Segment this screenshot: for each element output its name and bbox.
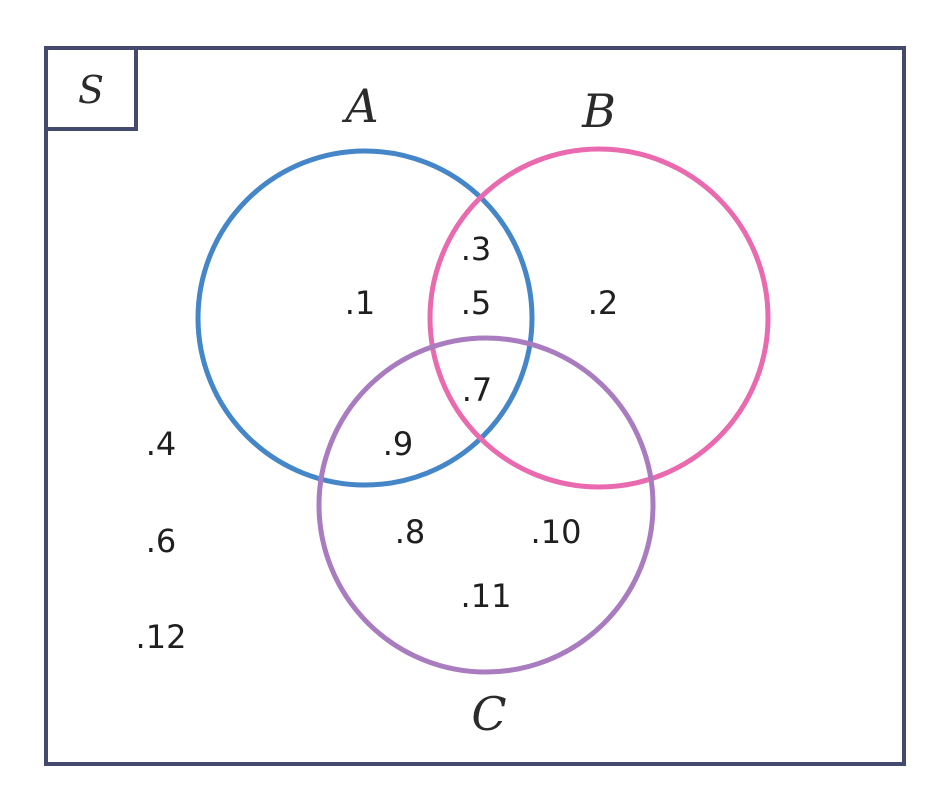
element-a-only: .1: [345, 284, 376, 322]
universe-box: [44, 46, 906, 766]
element-ac-only: .9: [383, 425, 414, 463]
element-outside-1: .4: [146, 425, 177, 463]
element-outside-2: .6: [146, 522, 177, 560]
circle-b: [427, 146, 771, 490]
set-label-a: A: [341, 79, 378, 133]
element-c-only-1: .8: [395, 513, 426, 551]
set-label-b: B: [581, 84, 616, 138]
universe-label-box: [44, 46, 138, 131]
element-c-only-3: .11: [461, 577, 512, 615]
element-abc: .5: [461, 284, 492, 322]
element-outside-3: .12: [136, 618, 187, 656]
element-b-only: .2: [588, 284, 619, 322]
element-bc-only: .7: [462, 371, 493, 409]
element-c-only-2: .10: [531, 513, 582, 551]
set-label-c: C: [471, 687, 506, 741]
circle-c: [316, 335, 656, 675]
universe-label: S: [78, 68, 104, 112]
circle-a: [195, 148, 535, 488]
element-ab-only: .3: [461, 230, 492, 268]
